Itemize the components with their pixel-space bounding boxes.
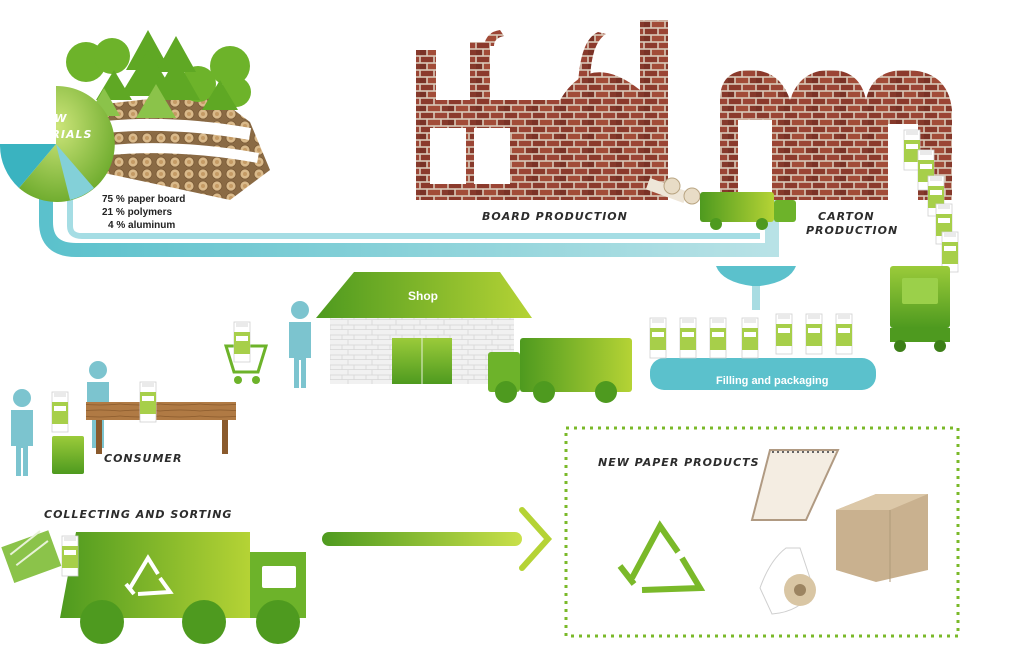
process-arrow — [322, 507, 553, 571]
shop-delivery-truck — [488, 338, 632, 403]
recycle-icon — [124, 554, 174, 596]
composition-polymers: 21 % polymers — [102, 207, 172, 218]
shop-label: Shop — [408, 289, 438, 303]
consumer-group — [11, 361, 236, 476]
raw-materials-pie: RAW MATERIALS — [0, 85, 115, 202]
filling-funnel — [716, 266, 796, 310]
composition-paper-board: 75 % paper board — [102, 194, 185, 205]
forest — [66, 30, 270, 200]
carton-delivery-truck — [890, 266, 950, 352]
carton-production-label-1: CARTON — [818, 210, 875, 223]
collecting-sorting-label: COLLECTING AND SORTING — [44, 508, 232, 521]
conveyor-cartons — [649, 313, 853, 359]
paper-rolls — [645, 177, 701, 205]
filling-packaging-label: Filling and packaging — [716, 375, 828, 387]
notebook — [750, 449, 840, 521]
new-products-panel: NEW PAPER PRODUCTS — [564, 426, 960, 638]
raw-material-flow-line — [39, 130, 779, 257]
composition-text: 75 % paper board 21 % polymers 4 % alumi… — [102, 194, 185, 231]
board-production-factory — [416, 20, 701, 205]
filling-conveyor: Filling and packaging — [649, 313, 876, 390]
composition-aluminum: 4 % aluminum — [108, 220, 175, 231]
shop: Shop — [316, 272, 532, 384]
paper-roll — [759, 547, 816, 615]
board-production-label: BOARD PRODUCTION — [482, 210, 628, 223]
cardboard-box — [836, 494, 928, 582]
raw-materials-label-2: MATERIALS — [14, 128, 92, 141]
raw-materials-label-1: RAW — [36, 112, 68, 125]
board-delivery-truck — [700, 192, 796, 230]
new-paper-products-label: NEW PAPER PRODUCTS — [598, 456, 760, 469]
shopper — [223, 301, 311, 388]
collection-truck — [60, 532, 306, 644]
sorted-cartons — [1, 530, 79, 584]
carton-production-label-2: PRODUCTION — [806, 224, 898, 237]
consumer-label: CONSUMER — [104, 452, 182, 465]
recycle-symbol-icon — [617, 520, 706, 593]
